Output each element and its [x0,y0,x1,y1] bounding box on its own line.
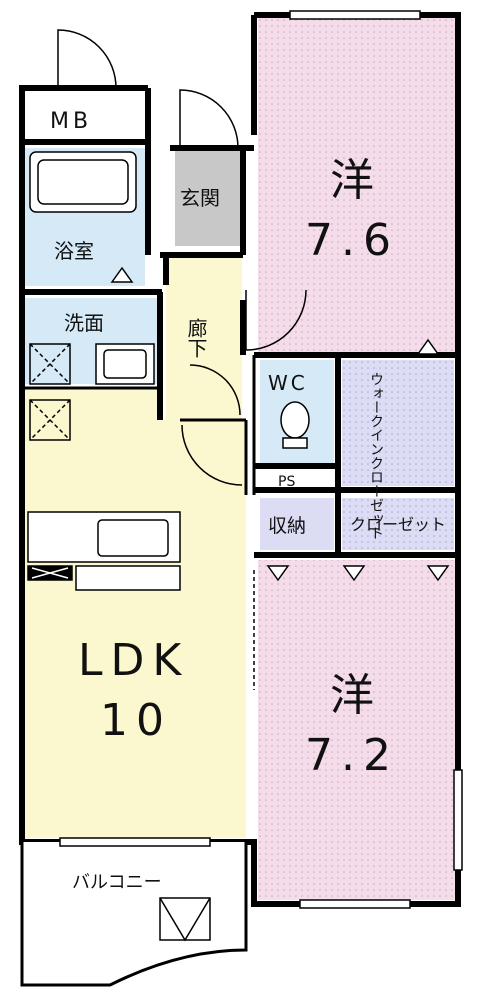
western-room-2-name: 洋 [330,670,382,721]
ldk-name: LDK [78,635,189,686]
storage-area [260,498,334,550]
closet-label: クローゼット [350,515,446,534]
room1-door-arc [245,289,307,351]
balcony-label: バルコニー [72,872,162,893]
walk-in-closet-area [342,360,454,486]
ldk-area [25,388,246,838]
toilet [280,401,310,439]
western-room-2-size: 7.2 [305,730,399,781]
window-right [453,769,463,871]
hallway-area [166,258,242,420]
ldk-door-arc [181,424,243,486]
washer-space [29,343,71,385]
hallway-label: 廊下 [184,318,208,358]
window-bottom-room2 [299,899,411,909]
western-room-1-name: 洋 [330,155,382,206]
entrance-label: 玄関 [180,186,220,210]
window-ldk [59,837,211,847]
western-room-1-area [258,18,456,352]
ldk-size: 10 [100,695,172,746]
western-room-2-area [258,560,456,900]
mb-label: MB [50,109,92,134]
balcony-outline [20,842,248,987]
entrance-door-arc [179,89,239,149]
walk-in-closet-label: ウォークインクローゼット [368,372,384,540]
wc-label: WC [268,371,308,395]
washroom-label: 洗面 [64,311,104,335]
storage-label: 収納 [268,515,306,537]
bath-label: 浴室 [54,239,94,263]
closet-area [342,498,454,550]
hall-door-arc [189,364,241,416]
entrance-area [175,150,241,246]
kitchen-sink [97,519,169,557]
ps-label: PS [278,474,295,490]
western-room-1-size: 7.6 [305,215,399,266]
fridge-space [29,399,71,441]
window-top [289,10,421,20]
mb-door-arc [57,29,117,89]
